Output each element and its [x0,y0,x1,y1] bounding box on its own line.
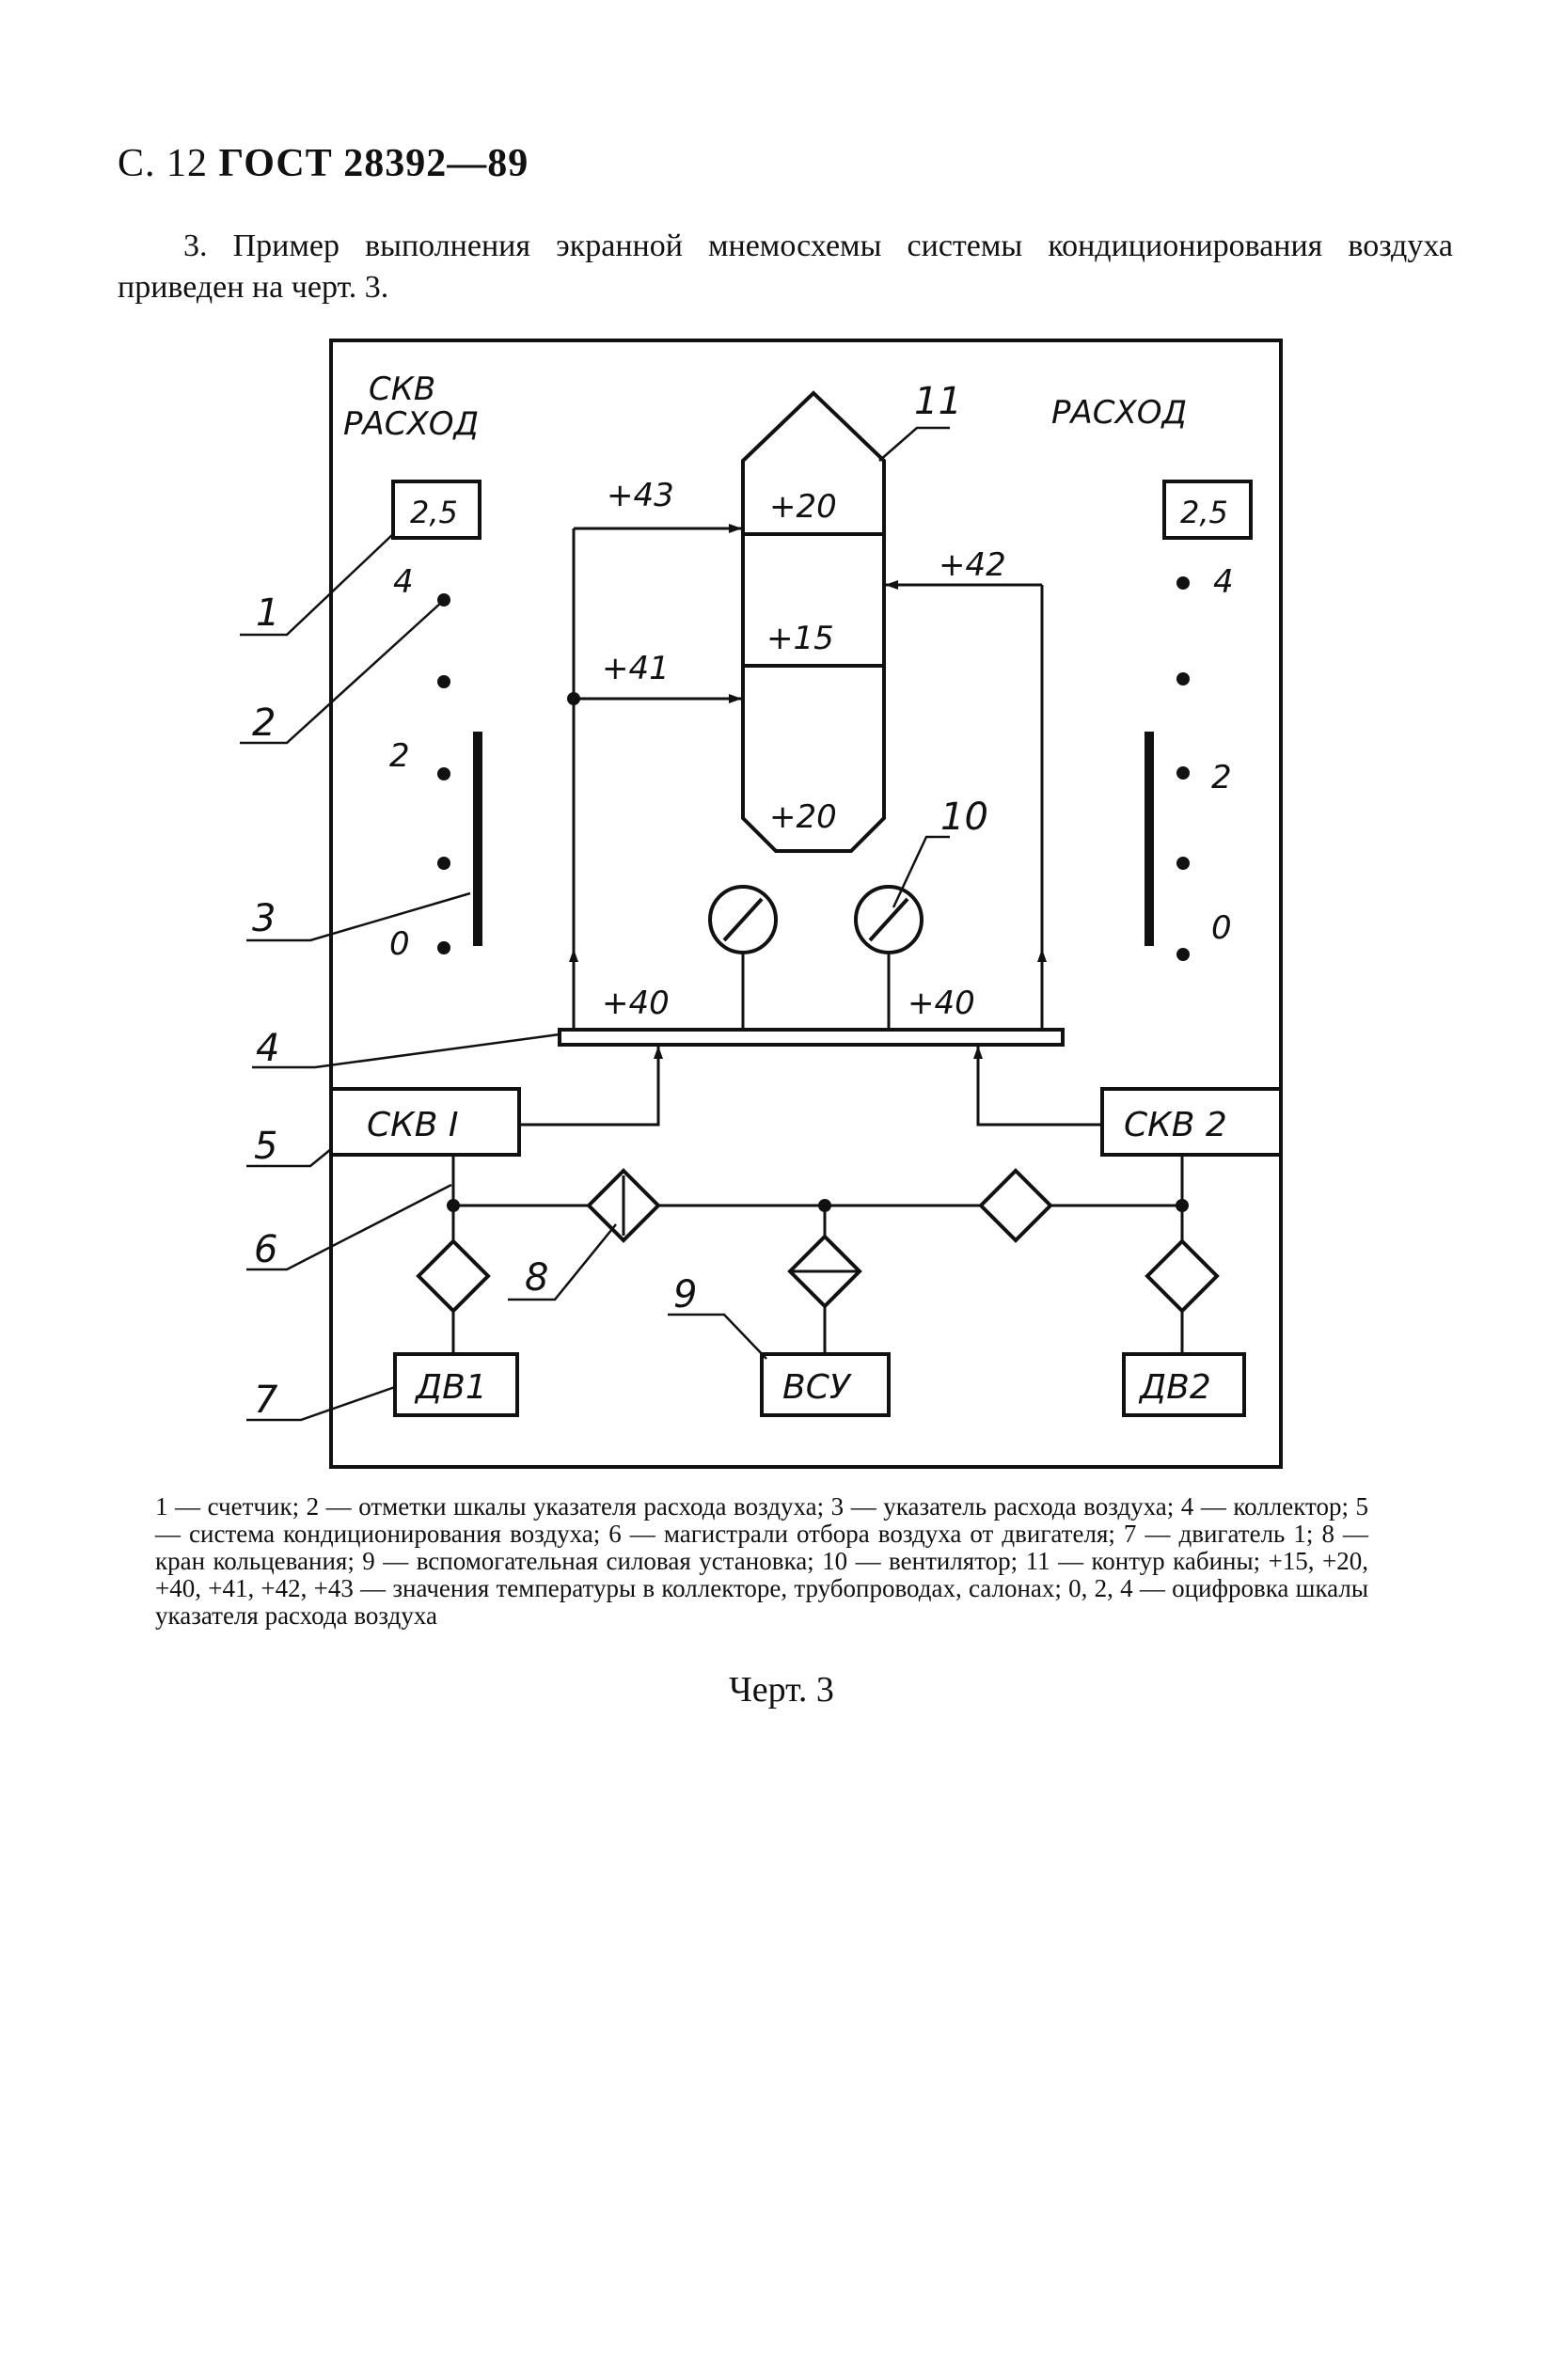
engine2-valve-icon [1145,1238,1220,1314]
apu-label: ВСУ [782,1368,852,1407]
callout-1: 1 [256,591,279,635]
apu-box [760,1352,891,1417]
cabin-temp-bottom: +20 [769,798,837,836]
page-header: С. 12 ГОСТ 28392—89 [118,141,529,186]
callout-7: 7 [254,1379,278,1422]
left-counter-box [391,480,482,540]
left-scale-dot [437,767,450,780]
temp-40-left: +40 [602,985,670,1022]
fan-blade [868,897,909,942]
right-title-flow: РАСХОД [1051,394,1187,432]
left-scale-4: 4 [393,563,414,601]
junction-dot [567,692,580,705]
callout-10: 10 [940,796,988,839]
left-title-flow: РАСХОД [343,405,479,443]
cabin-contour [741,390,886,853]
left-flow-indicator [473,732,482,946]
left-scale-2: 2 [389,737,410,775]
fan-blade [722,897,764,942]
callout-9: 9 [673,1273,697,1316]
left-scale-dot [437,857,450,870]
right-counter-box [1162,480,1253,540]
engine2-label: ДВ2 [1138,1368,1211,1407]
cabin-temp-top: +20 [769,488,837,526]
callout-5: 5 [254,1125,277,1168]
crossfeed-valve-icon [586,1168,661,1243]
engine1-valve-icon [416,1238,491,1314]
right-scale-0: 0 [1211,909,1232,947]
right-scale-dot [1176,948,1190,961]
left-title-skv: СКВ [369,370,435,408]
right-scale-dot [1176,576,1190,590]
right-scale-dot [1176,672,1190,686]
right-scale-2: 2 [1211,759,1232,796]
callout-8: 8 [525,1256,548,1300]
callout-11: 11 [914,380,962,423]
crossfeed-valve-icon [978,1168,1053,1243]
callout-4: 4 [256,1027,279,1070]
left-scale-dot [437,675,450,688]
left-counter-value: 2,5 [410,495,458,530]
intro-paragraph: 3. Пример выполнения экранной мнемосхемы… [118,229,1453,305]
collector-bar [558,1028,1065,1047]
engine2-box [1122,1352,1246,1417]
callout-leaders [240,426,950,1422]
right-flow-indicator [1145,732,1154,946]
skv1-box [329,1087,521,1157]
right-scale-4: 4 [1213,563,1234,601]
temp-42: +42 [939,546,1006,584]
skv1-feed [519,1046,663,1127]
left-scale-0: 0 [389,925,410,963]
page-number: С. 12 [118,142,209,185]
right-scale-dot [1176,766,1190,780]
cabin-temp-mid: +15 [766,620,834,657]
skv2-feed [973,1046,1102,1127]
skv1-label: СКВ I [367,1106,458,1144]
diagram-frame [329,339,1283,1469]
standard-number: ГОСТ 28392—89 [218,142,529,185]
callout-3: 3 [252,897,276,940]
temp-43: +43 [607,477,674,514]
right-counter-value: 2,5 [1180,495,1228,530]
skv2-box [1100,1087,1283,1157]
figure-number: Черт. 3 [729,1670,834,1710]
engine1-label: ДВ1 [414,1368,487,1407]
callout-2: 2 [252,701,276,745]
temp-41: +41 [602,650,670,687]
callout-6: 6 [254,1228,277,1271]
left-scale-dot [437,941,450,954]
skv2-label: СКВ 2 [1124,1106,1227,1144]
figure-legend: 1 — счетчик; 2 — отметки шкалы указателя… [155,1492,1368,1630]
apu-valve-icon [787,1234,862,1309]
temp-40-right: +40 [908,985,975,1022]
right-scale-dot [1176,857,1190,870]
engine1-box [393,1352,519,1417]
mnemonic-diagram: СКВ РАСХОД РАСХОД 2,5 2,5 4 2 0 4 2 0 +2… [240,339,1283,1469]
